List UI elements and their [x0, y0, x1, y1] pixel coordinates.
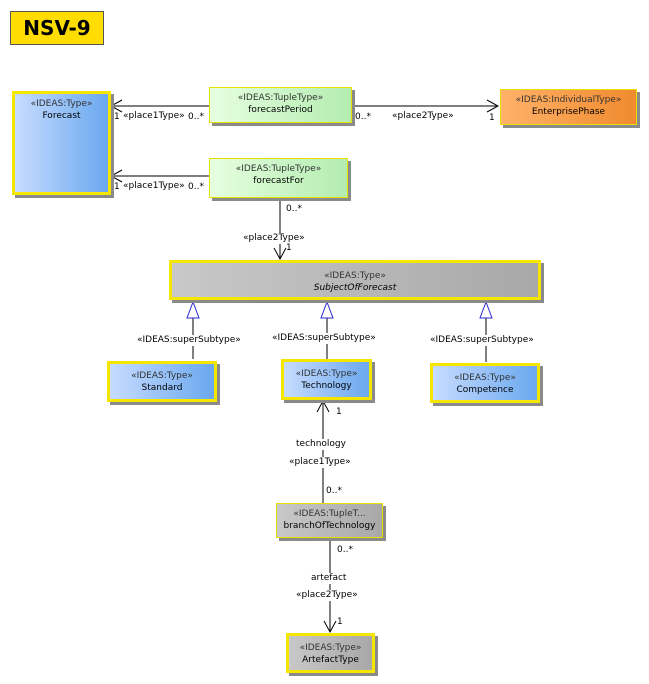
diagram-title: NSV-9 [10, 11, 104, 45]
arrowhead-open [316, 399, 330, 413]
multiplicity-label: 0..* [286, 204, 302, 214]
role-label: «place1Type» [123, 111, 185, 122]
multiplicity-label: 1 [114, 112, 120, 122]
stereotype-label: «IDEAS:superSubtype» [430, 335, 534, 346]
node-stereotype: «IDEAS:Type» [299, 643, 362, 653]
node-name: Forecast [42, 111, 81, 121]
node-name: EnterprisePhase [531, 107, 606, 117]
node-standard[interactable]: «IDEAS:Type» Standard [107, 361, 217, 402]
multiplicity-label: 0..* [355, 112, 371, 122]
role-label: artefact [311, 573, 347, 584]
role-label: «place1Type» [123, 181, 185, 192]
node-stereotype: «IDEAS:TupleT... [293, 509, 366, 519]
node-name: Competence [456, 385, 514, 395]
node-name: branchOfTechnology [283, 521, 376, 531]
role-label: technology [296, 439, 346, 450]
node-competence[interactable]: «IDEAS:Type» Competence [430, 363, 540, 403]
multiplicity-label: 1 [114, 182, 120, 192]
node-name: Technology [301, 381, 352, 391]
role-label: «place2Type» [296, 590, 358, 601]
node-forecastperiod[interactable]: «IDEAS:TupleType» forecastPeriod [209, 87, 352, 123]
arrowhead-open [323, 620, 337, 634]
arrowhead-open [273, 247, 287, 261]
node-name: SubjectOfForecast [313, 283, 397, 293]
role-label: «place1Type» [289, 457, 351, 468]
node-artefacttype[interactable]: «IDEAS:Type» ArtefactType [286, 633, 375, 673]
multiplicity-label: 1 [336, 407, 342, 417]
node-stereotype: «IDEAS:TupleType» [237, 93, 324, 103]
node-stereotype: «IDEAS:Type» [131, 371, 193, 381]
node-name: forecastPeriod [248, 105, 313, 115]
role-label: «place2Type» [392, 111, 454, 122]
generalization-triangle-competence [479, 300, 493, 319]
node-branchoftechnology[interactable]: «IDEAS:TupleT... branchOfTechnology [276, 503, 383, 538]
multiplicity-label: 1 [489, 113, 495, 123]
multiplicity-label: 0..* [188, 182, 204, 192]
node-subjectofforecast[interactable]: «IDEAS:Type» SubjectOfForecast [169, 260, 541, 300]
multiplicity-label: 0..* [188, 112, 204, 122]
multiplicity-label: 0..* [326, 486, 342, 496]
node-name: Standard [141, 383, 183, 393]
multiplicity-label: 0..* [337, 545, 353, 555]
node-forecast[interactable]: «IDEAS:Type» Forecast [12, 91, 111, 195]
multiplicity-label: 1 [337, 617, 343, 627]
node-stereotype: «IDEAS:Type» [454, 373, 516, 383]
node-name: forecastFor [253, 176, 304, 186]
arrowhead-open [109, 169, 123, 183]
stereotype-label: «IDEAS:superSubtype» [272, 333, 376, 344]
role-label: «place2Type» [243, 233, 305, 244]
node-stereotype: «IDEAS:Type» [30, 99, 93, 109]
generalization-triangle-technology [320, 300, 334, 319]
node-forecastfor[interactable]: «IDEAS:TupleType» forecastFor [209, 158, 348, 198]
node-enterprisephase[interactable]: «IDEAS:IndividualType» EnterprisePhase [500, 89, 637, 125]
node-stereotype: «IDEAS:IndividualType» [515, 95, 622, 105]
arrowhead-open [486, 99, 500, 113]
node-stereotype: «IDEAS:Type» [324, 271, 386, 281]
arrowhead-open [109, 99, 123, 113]
node-technology[interactable]: «IDEAS:Type» Technology [281, 359, 372, 400]
generalization-triangle-standard [186, 300, 200, 319]
stereotype-label: «IDEAS:superSubtype» [137, 335, 241, 346]
node-stereotype: «IDEAS:Type» [295, 369, 358, 379]
multiplicity-label: 1 [286, 243, 292, 253]
node-name: ArtefactType [302, 655, 359, 665]
node-stereotype: «IDEAS:TupleType» [235, 164, 322, 174]
